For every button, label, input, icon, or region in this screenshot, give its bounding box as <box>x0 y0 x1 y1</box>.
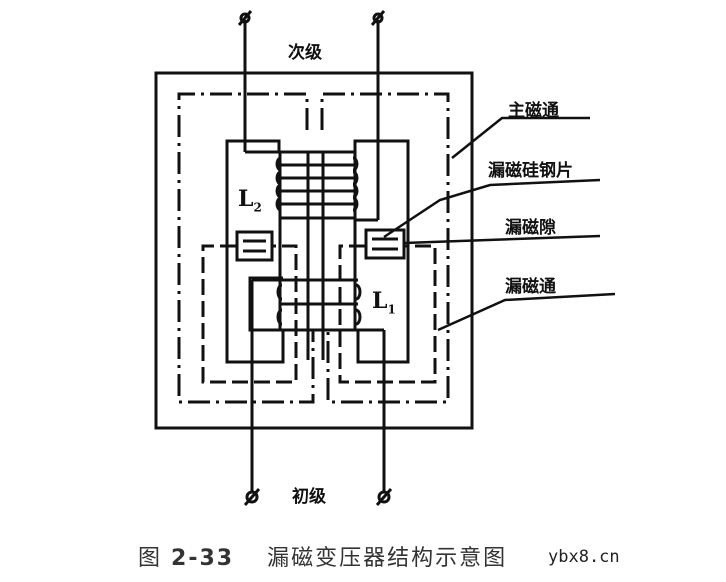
caption-title: 漏磁变压器结构示意图 <box>267 546 508 571</box>
primary-coil-l1 <box>252 278 384 332</box>
l1-subscript: 1 <box>387 302 396 317</box>
caption-number: 2-33 <box>171 546 235 571</box>
main-flux-paths <box>177 92 450 404</box>
l2-label: L2 <box>238 186 262 214</box>
main-flux-label: 主磁通 <box>508 101 559 121</box>
terminal-icons <box>237 10 393 506</box>
leakage-flux-paths <box>201 244 437 384</box>
leakage-shunts <box>235 228 406 262</box>
outer-core-frame <box>154 71 474 430</box>
secondary-label: 次级 <box>288 43 322 63</box>
secondary-coil-l2 <box>275 150 359 220</box>
figure-caption: 图 2-33 漏磁变压器结构示意图 <box>138 540 507 572</box>
leader-lines <box>383 116 616 332</box>
leakage-gap-label: 漏磁隙 <box>505 218 556 238</box>
l1-label: L1 <box>372 288 396 316</box>
leakage-flux-label: 漏磁通 <box>505 277 556 297</box>
left-core <box>225 139 285 364</box>
l2-letter: L <box>238 186 254 212</box>
primary-label: 初级 <box>292 487 326 507</box>
terminal-leads <box>243 20 386 492</box>
caption-prefix: 图 <box>138 546 163 571</box>
leakage-sheet-label: 漏磁硅钢片 <box>488 161 573 181</box>
watermark: ybx8.cn <box>548 547 620 567</box>
l1-letter: L <box>372 288 388 314</box>
l2-subscript: 2 <box>253 200 262 215</box>
